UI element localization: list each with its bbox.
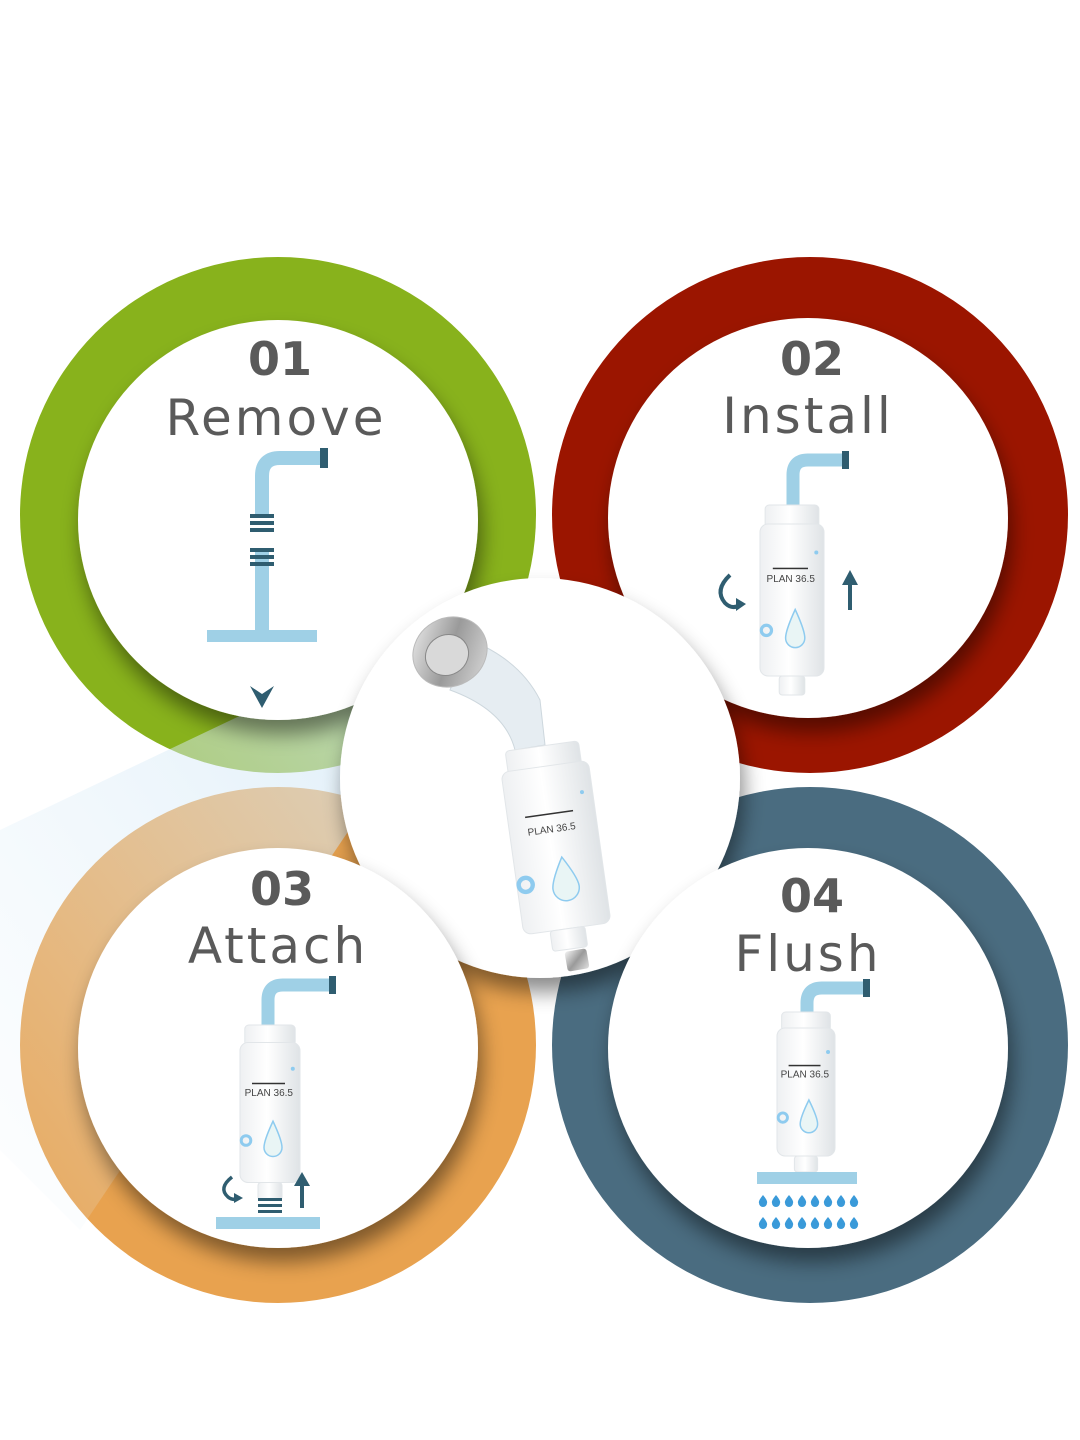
water-drop: [836, 1217, 846, 1229]
filter-icon: PLAN 36.5: [776, 1011, 836, 1173]
brand-label: PLAN 36.5: [767, 574, 816, 585]
water-drop: [836, 1195, 846, 1207]
step-1-disc: [78, 320, 478, 720]
pipe-icon: [786, 453, 843, 510]
water-drops-icon: [758, 1195, 859, 1229]
water-drop: [784, 1195, 794, 1207]
step-4-number: 04: [780, 869, 844, 923]
pipe-cap: [842, 451, 849, 469]
water-drop: [823, 1195, 833, 1207]
thread-connector: [258, 1198, 282, 1213]
water-drop: [810, 1217, 820, 1229]
step-1-label: Remove: [166, 389, 387, 447]
pipe-cap: [329, 976, 336, 994]
shower-base: [207, 630, 317, 642]
step-1-number: 01: [248, 332, 312, 386]
step-3-number: 03: [250, 862, 314, 916]
water-drop: [758, 1195, 768, 1207]
hose-connector: [564, 948, 590, 972]
arrow-up-icon: [294, 1172, 310, 1208]
water-drop: [784, 1217, 794, 1229]
pipe-icon: [800, 981, 864, 1015]
step-2-number: 02: [780, 332, 844, 386]
arrow-up-icon: [842, 570, 858, 610]
rotate-arrowhead: [234, 1193, 243, 1203]
shower-base: [757, 1172, 857, 1184]
pipe-cap: [863, 979, 870, 997]
step-2-label: Install: [722, 387, 894, 445]
rotate-icon: [718, 573, 742, 610]
water-drop: [797, 1195, 807, 1207]
brand-label: PLAN 36.5: [245, 1088, 294, 1099]
water-drop: [823, 1217, 833, 1229]
water-drop: [771, 1217, 781, 1229]
shower-base: [216, 1217, 320, 1229]
brand-label: PLAN 36.5: [781, 1070, 830, 1081]
filter-icon: PLAN 36.5: [501, 740, 611, 952]
water-drop: [849, 1217, 859, 1229]
filter-icon: PLAN 36.5: [759, 504, 825, 696]
water-drop: [771, 1195, 781, 1207]
step-3-label: Attach: [188, 917, 368, 975]
shower-head-icon: [412, 616, 546, 751]
step-4-label: Flush: [734, 925, 881, 983]
water-drop: [758, 1217, 768, 1229]
water-drop: [810, 1195, 820, 1207]
pipe-icon: [261, 978, 330, 1030]
water-drop: [797, 1217, 807, 1229]
pipe-cap: [320, 448, 328, 468]
arrow-down-icon: [250, 686, 274, 708]
filter-icon: PLAN 36.5: [239, 1024, 301, 1201]
rotate-arrowhead: [736, 598, 746, 611]
water-drop: [849, 1195, 859, 1207]
connector-icon: [250, 514, 274, 566]
